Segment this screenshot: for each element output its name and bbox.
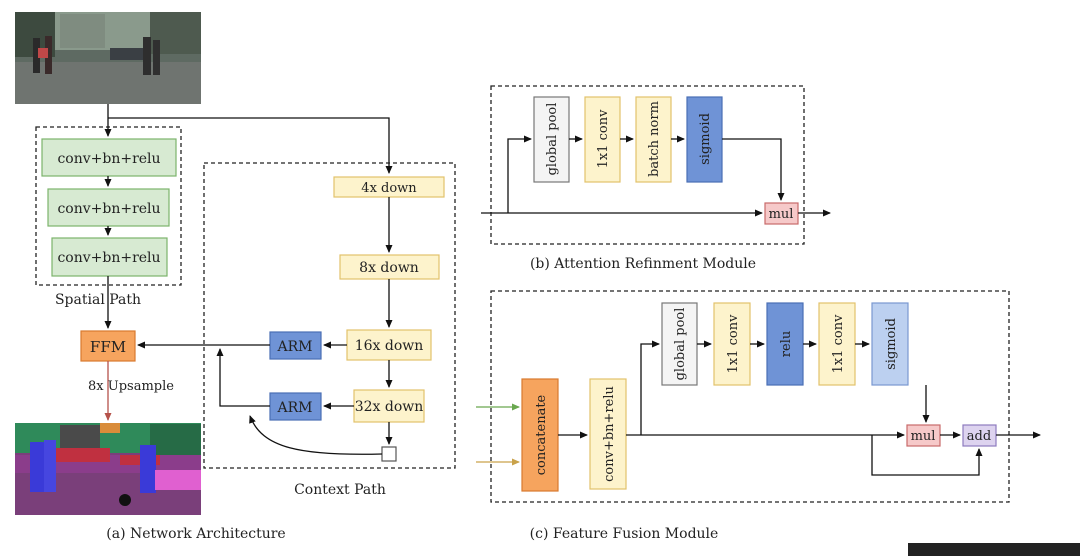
context-block-4x-label: 4x down <box>361 181 417 196</box>
arm-branch-up <box>507 135 532 213</box>
arm-global-pool-label: global pool <box>545 103 560 176</box>
arm-global-pool: global pool <box>533 96 570 183</box>
arm-conv-label: 1x1 conv <box>596 109 611 168</box>
ffm-add-label: add <box>967 429 991 444</box>
arm-mul: mul <box>764 202 799 225</box>
ffm-conv-1: 1x1 conv <box>713 302 751 386</box>
arm-sigmoid-label: sigmoid <box>698 113 713 165</box>
ffm-branch-up <box>640 340 660 435</box>
ffm-sigmoid: sigmoid <box>871 302 909 386</box>
arm-conv: 1x1 conv <box>584 96 621 183</box>
arm-sigmoid-to-mul <box>722 138 785 201</box>
ffm-conv-bn-relu-label: conv+bn+relu <box>602 386 617 482</box>
context-block-4x: 4x down <box>333 176 445 198</box>
context-block-16x: 16x down <box>346 329 432 361</box>
arrow-pool-curve <box>249 415 383 455</box>
context-block-16x-label: 16x down <box>355 338 424 354</box>
ffm-module-region <box>490 290 1010 503</box>
spatial-block-3-label: conv+bn+relu <box>57 250 160 266</box>
caption-a: (a) Network Architecture <box>106 526 285 542</box>
ffm-sigmoid-label: sigmoid <box>884 318 899 370</box>
arrow-image-to-context <box>108 117 393 174</box>
ffm-block-label: FFM <box>90 338 126 356</box>
arm-batch-norm-label: batch norm <box>647 101 662 177</box>
global-pool-tail-box <box>381 446 397 462</box>
ffm-relu: relu <box>766 302 804 386</box>
context-block-8x: 8x down <box>339 254 440 280</box>
ffm-residual-line <box>871 435 983 476</box>
arm-block-1: ARM <box>269 331 322 360</box>
ffm-conv-1-label: 1x1 conv <box>726 314 741 373</box>
arm-sigmoid: sigmoid <box>686 96 723 183</box>
corner-bar <box>908 543 1080 556</box>
context-path-caption: Context Path <box>294 482 386 498</box>
ffm-conv-bn-relu: conv+bn+relu <box>589 378 627 490</box>
spatial-block-2-label: conv+bn+relu <box>57 201 160 217</box>
ffm-concatenate-label: concatenate <box>534 394 549 475</box>
arm-block-1-label: ARM <box>277 339 313 355</box>
segmentation-output-image <box>15 423 201 515</box>
spatial-block-2: conv+bn+relu <box>47 188 170 227</box>
caption-c: (c) Feature Fusion Module <box>530 526 719 542</box>
context-path-region <box>203 162 456 469</box>
spatial-block-3: conv+bn+relu <box>51 237 168 277</box>
context-block-8x-label: 8x down <box>359 260 419 276</box>
ffm-add: add <box>962 424 997 447</box>
upsample-label: 8x Upsample <box>88 379 174 394</box>
ffm-global-pool: global pool <box>661 302 698 386</box>
arm-block-2-label: ARM <box>277 400 313 416</box>
ffm-concatenate: concatenate <box>521 378 559 492</box>
ffm-mul: mul <box>906 424 941 447</box>
caption-b: (b) Attention Refinment Module <box>530 256 756 272</box>
arrow-arm2-merge <box>216 348 270 407</box>
spatial-block-1-label: conv+bn+relu <box>57 151 160 167</box>
ffm-relu-label: relu <box>779 331 794 357</box>
arm-block-2: ARM <box>269 392 322 421</box>
input-street-image <box>15 12 201 104</box>
ffm-conv-2-label: 1x1 conv <box>831 314 846 373</box>
spatial-path-caption: Spatial Path <box>55 292 141 308</box>
ffm-mul-label: mul <box>911 429 936 444</box>
arm-batch-norm: batch norm <box>635 96 672 183</box>
ffm-block: FFM <box>80 330 136 362</box>
ffm-conv-2: 1x1 conv <box>818 302 856 386</box>
ffm-global-pool-label: global pool <box>673 308 688 381</box>
context-block-32x: 32x down <box>353 389 425 423</box>
spatial-block-1: conv+bn+relu <box>41 138 177 177</box>
arm-mul-label: mul <box>769 207 794 222</box>
context-block-32x-label: 32x down <box>355 399 424 415</box>
arm-module-region <box>490 85 805 245</box>
